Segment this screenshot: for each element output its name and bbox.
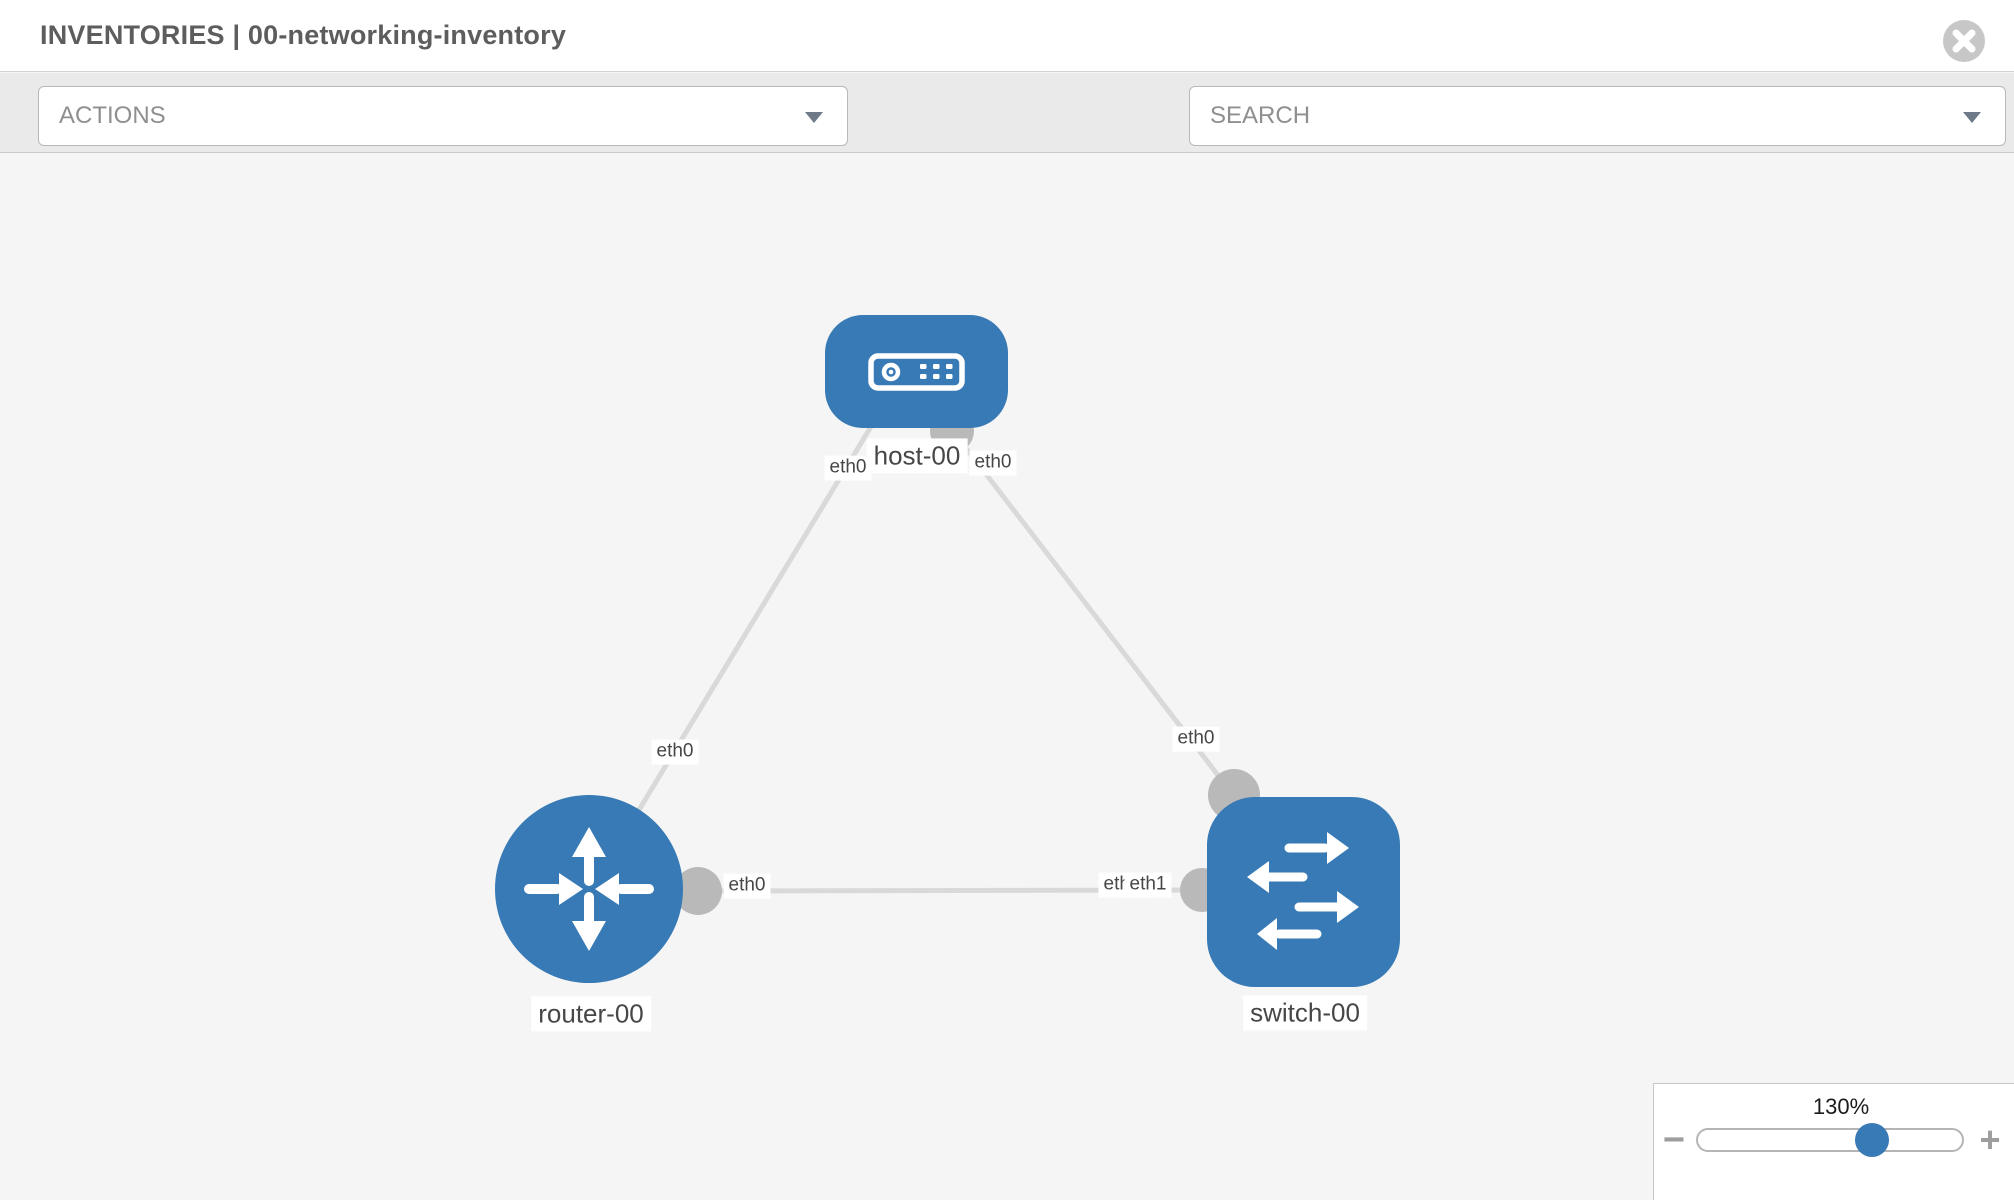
host-icon xyxy=(868,353,965,391)
interface-label: eth0 xyxy=(824,455,872,481)
chevron-down-icon xyxy=(805,112,823,123)
interface-label: eth0 xyxy=(969,450,1017,476)
link-host-router[interactable] xyxy=(619,418,878,840)
interface-label: eth0 xyxy=(651,739,699,765)
node-label-host: host-00 xyxy=(866,438,968,474)
node-label-router: router-00 xyxy=(531,996,651,1032)
zoom-percent-label: 130% xyxy=(1812,1094,1870,1119)
close-button[interactable] xyxy=(1942,19,1986,63)
page-title: INVENTORIES | 00-networking-inventory xyxy=(40,20,567,50)
actions-dropdown-label: ACTIONS xyxy=(59,102,166,129)
header-bar: INVENTORIES | 00-networking-inventory xyxy=(0,0,2014,72)
router-icon xyxy=(524,827,654,951)
interface-label: eth0 xyxy=(1172,726,1220,752)
interface-label: eth0 xyxy=(723,873,771,899)
search-dropdown[interactable]: SEARCH xyxy=(1189,86,2006,146)
node-router[interactable] xyxy=(495,795,683,983)
interface-circle-router[interactable] xyxy=(674,867,722,915)
zoom-out-button[interactable]: − xyxy=(1662,1119,1686,1161)
toolbar: ACTIONS SEARCH xyxy=(0,73,2014,206)
zoom-slider-thumb[interactable] xyxy=(1855,1123,1890,1157)
zoom-panel: 130% − + xyxy=(1653,1083,2014,1200)
zoom-slider[interactable] xyxy=(1696,1123,1964,1157)
zoom-in-button[interactable]: + xyxy=(1979,1119,2001,1160)
interface-label: eth1 xyxy=(1124,872,1172,898)
actions-dropdown[interactable]: ACTIONS xyxy=(38,86,848,146)
close-icon xyxy=(1943,20,1985,62)
node-label-switch: switch-00 xyxy=(1243,995,1367,1031)
node-switch[interactable] xyxy=(1207,797,1400,987)
switch-icon xyxy=(1247,832,1359,950)
chevron-down-icon xyxy=(1963,112,1981,123)
search-dropdown-label: SEARCH xyxy=(1210,102,1311,129)
topology-canvas[interactable]: eth0 eth0 eth0 eth0 eth0 eth1 eth1 host-… xyxy=(0,154,2014,1200)
node-host[interactable] xyxy=(825,315,1008,428)
